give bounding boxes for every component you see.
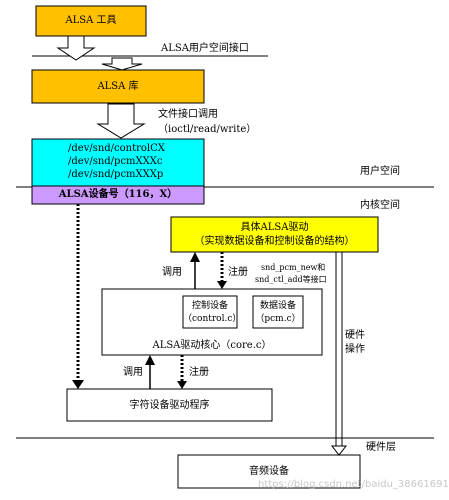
layer-label-kernel-space: 内核空间 xyxy=(360,200,400,211)
diagram-graphics xyxy=(16,5,434,489)
driver-box xyxy=(170,216,379,253)
dev-node-pcm-capture: /dev/snd/pcmXXXc xyxy=(68,156,163,167)
hollow-arrow-lib-to-dev xyxy=(101,57,143,71)
register-api-line-2: snd_ctl_add等接口 xyxy=(255,275,327,284)
control-device-title: 控制设备 xyxy=(191,301,228,311)
hw-op-label-1: 硬件 xyxy=(345,330,365,341)
arrow-call-upper-head xyxy=(190,252,200,262)
dev-nodes-box xyxy=(31,138,205,187)
dotted-arrow-devnum-head xyxy=(72,380,84,389)
core-label: ALSA驱动核心（core.c） xyxy=(152,340,272,351)
dev-node-control: /dev/snd/controlCX xyxy=(68,143,165,154)
hollow-arrow-tools-to-lib xyxy=(56,35,96,61)
data-device-box xyxy=(252,295,304,329)
register-lower-label: 注册 xyxy=(189,367,209,378)
arrow-register-lower-head xyxy=(177,381,187,389)
arrow-register-upper-head xyxy=(217,281,227,289)
audio-device-box xyxy=(177,454,361,489)
control-device-box xyxy=(182,295,238,329)
audio-device-label: 音频设备 xyxy=(249,466,289,477)
file-io-calls: （ioctl/read/write） xyxy=(158,124,257,135)
watermark: https://blog.csdn.net/baidu_38661691 xyxy=(258,479,449,490)
file-io-title: 文件接口调用 xyxy=(158,109,218,120)
hw-op-label-2: 操作 xyxy=(345,344,365,355)
layer-label-user-space: 用户空间 xyxy=(360,166,400,177)
control-device-file: （control.c） xyxy=(183,314,242,324)
device-number-box xyxy=(31,185,205,205)
driver-subtitle: （实现数据设备和控制设备的结构） xyxy=(194,236,355,247)
dev-node-pcm-playback: /dev/snd/pcmXXXp xyxy=(68,169,164,180)
data-device-title: 数据设备 xyxy=(259,301,296,311)
call-upper-label: 调用 xyxy=(162,267,182,278)
register-upper-label: 注册 xyxy=(228,267,248,278)
arrow-call-lower-head xyxy=(145,355,155,365)
call-lower-label: 调用 xyxy=(123,367,143,378)
alsa-architecture-diagram: ALSA 工具 ALSA 库 /dev/snd/controlCX /dev/s… xyxy=(16,5,449,490)
char-driver-label: 字符设备驱动程序 xyxy=(129,400,210,411)
alsa-tools-box xyxy=(35,5,147,37)
device-number-label: ALSA设备号（116，X） xyxy=(58,189,178,200)
hw-op-arrow-head xyxy=(330,445,348,456)
alsa-lib-box xyxy=(31,69,205,104)
alsa-tools-label: ALSA 工具 xyxy=(65,15,117,26)
layer-label-hardware: 硬件层 xyxy=(366,442,396,453)
register-api-line-1: snd_pcm_new和 xyxy=(261,263,326,272)
layer-label-user-interface: ALSA用户空间接口 xyxy=(161,43,249,54)
hollow-arrow-file-io xyxy=(96,103,146,139)
data-device-file: （pcm.c） xyxy=(255,314,301,324)
driver-title: 具体ALSA驱动 xyxy=(240,222,309,233)
alsa-lib-label: ALSA 库 xyxy=(97,81,139,92)
char-driver-box xyxy=(66,388,273,422)
